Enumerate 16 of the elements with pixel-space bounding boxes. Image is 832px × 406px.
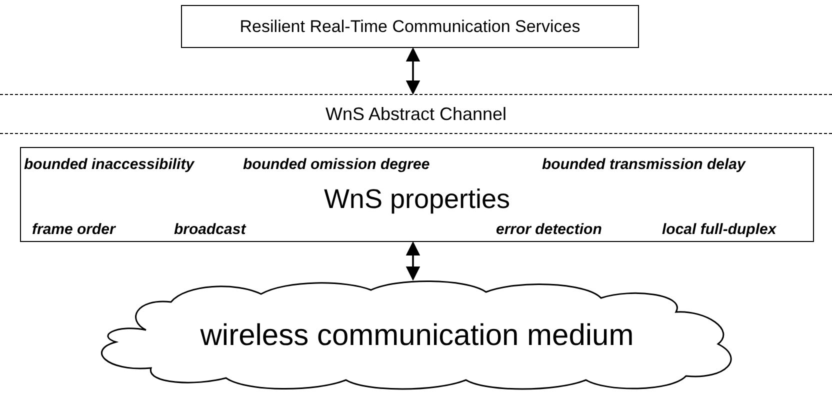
property-label: local full-duplex [662,221,776,238]
service-label: Resilient Real-Time Communication Services [240,16,580,36]
property-label: error detection [496,221,602,238]
property-label: bounded inaccessibility [24,156,194,173]
property-label: bounded transmission delay [542,156,746,173]
properties-box [20,147,814,242]
service-box [181,5,639,48]
double-arrow [406,47,420,95]
channel-band [0,94,832,134]
property-label: frame order [32,221,116,238]
double-arrow [406,241,420,281]
channel-label: WnS Abstract Channel [325,104,507,124]
property-label: bounded omission degree [243,156,430,173]
cloud-label: wireless communication medium [200,319,634,353]
property-label: broadcast [174,221,246,238]
properties-heading: WnS properties [322,184,512,215]
